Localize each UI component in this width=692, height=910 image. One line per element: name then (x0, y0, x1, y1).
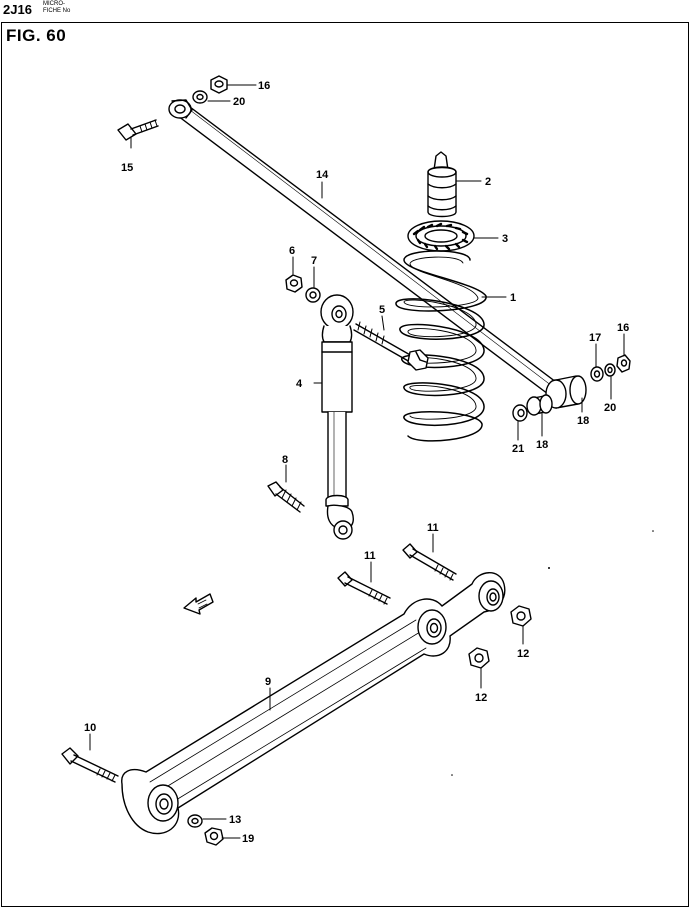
nut-16-right (616, 354, 631, 373)
bolt-11-upper (402, 543, 457, 581)
washer-21 (512, 404, 528, 422)
callout-20-right: 20 (604, 402, 616, 414)
bolt-8 (267, 481, 305, 513)
callout-15: 15 (121, 162, 133, 174)
shock-absorber (320, 294, 354, 540)
callout-19: 19 (242, 833, 254, 845)
callout-4: 4 (296, 378, 303, 390)
washer-7 (305, 287, 321, 303)
callout-labels: 1 2 3 4 5 6 7 8 9 10 11 11 12 12 13 14 1… (84, 80, 629, 845)
figure-title: FIG. 60 (6, 26, 67, 45)
callout-16-top: 16 (258, 80, 270, 92)
trailing-arm (121, 572, 506, 835)
spring-seat (407, 220, 475, 252)
callout-11-upper: 11 (427, 522, 439, 534)
microfiche-label: MICRO- FICHE No (43, 1, 70, 15)
washer-13 (187, 814, 203, 828)
nut-6 (285, 274, 303, 293)
callout-17: 17 (589, 332, 601, 344)
callout-13: 13 (229, 814, 241, 826)
washer-20-top (192, 90, 208, 104)
callout-8: 8 (282, 454, 288, 466)
callout-12-right: 12 (517, 648, 529, 660)
callout-16-right: 16 (617, 322, 629, 334)
microfiche-label-line2: FICHE No (43, 8, 71, 14)
washer-17 (590, 366, 604, 382)
callout-2: 2 (485, 176, 491, 188)
callout-21: 21 (512, 443, 524, 455)
callout-11-lower: 11 (364, 550, 376, 562)
bolt-11-lower (337, 571, 391, 605)
microfiche-label-line1: MICRO- (43, 1, 65, 7)
scan-specks (451, 530, 654, 776)
callout-12-left: 12 (475, 692, 487, 704)
bolt-15 (117, 119, 159, 141)
bolt-5 (353, 321, 429, 371)
lateral-rod (168, 99, 557, 395)
bushing-18-small (526, 394, 553, 416)
callout-20-top: 20 (233, 96, 245, 108)
callout-6: 6 (289, 245, 295, 257)
washer-20-right (604, 363, 616, 377)
callout-14: 14 (316, 169, 329, 181)
coil-spring (395, 250, 487, 442)
nut-19 (204, 827, 224, 846)
bolt-10 (61, 747, 119, 783)
callout-18-small: 18 (536, 439, 548, 451)
bump-stopper (427, 151, 457, 218)
nut-12-right (510, 605, 532, 627)
callout-5: 5 (379, 304, 385, 316)
model-code: 2J16 (3, 2, 32, 17)
callout-3: 3 (502, 233, 508, 245)
callout-1: 1 (510, 292, 516, 304)
nut-12-left (468, 647, 490, 669)
callout-9: 9 (265, 676, 271, 688)
nut-16-top (210, 75, 228, 94)
callout-7: 7 (311, 255, 317, 267)
leader-lines (89, 84, 625, 839)
front-direction-arrow-icon (183, 593, 214, 615)
callout-10: 10 (84, 722, 96, 734)
callout-18-large: 18 (577, 415, 589, 427)
figure-frame (1, 22, 689, 907)
